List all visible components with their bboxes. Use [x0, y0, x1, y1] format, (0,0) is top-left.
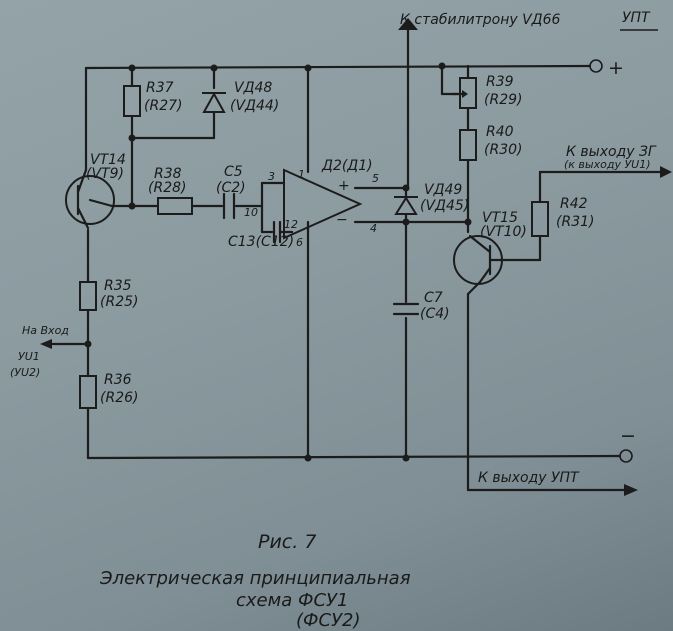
- vt14-label: VT14: [90, 152, 126, 168]
- r36-label: R36: [104, 372, 132, 388]
- pin-5-label: 5: [372, 172, 379, 185]
- input-label-line3: (УU2): [10, 366, 40, 379]
- pin-12-label: 12: [284, 218, 298, 231]
- zg-output-alt-label: (к выходу УU1): [564, 158, 651, 171]
- junction-dot: [304, 64, 312, 72]
- r36-resistor: [79, 375, 97, 409]
- junction-dot: [128, 202, 136, 210]
- vd48-alt-label: (VД44): [230, 98, 279, 114]
- r40-label: R40: [486, 124, 514, 140]
- zg-output-arrow: [660, 166, 672, 178]
- stabilitron-arrow: [398, 18, 418, 30]
- opamp-d2: [283, 168, 363, 240]
- r37-label: R37: [146, 80, 174, 96]
- r39-alt-label: (R29): [484, 92, 522, 108]
- opamp-plus-label: +: [338, 178, 350, 194]
- plus-terminal: [589, 59, 603, 73]
- r37-alt-label: (R27): [144, 98, 182, 114]
- upt-output-arrow: [624, 484, 638, 496]
- vd48-label: VД48: [234, 80, 272, 96]
- vd49-label: VД49: [424, 182, 462, 198]
- input-arrow: [40, 339, 52, 349]
- r38-resistor: [157, 197, 193, 215]
- d2-label: Д2(Д1): [321, 158, 373, 174]
- r35-alt-label: (R25): [100, 294, 138, 310]
- caption-line1: Электрическая принципиальная: [99, 568, 411, 589]
- junction-dot: [128, 64, 136, 72]
- vt15-alt-label: (VT10): [480, 224, 527, 240]
- r40-alt-label: (R30): [484, 142, 522, 158]
- minus-terminal: [619, 449, 633, 463]
- pin-4-label: 4: [370, 222, 377, 235]
- vt14-transistor: [65, 168, 115, 230]
- junction-dot: [402, 454, 410, 462]
- c13-capacitor: [272, 220, 294, 244]
- r38-alt-label: (R28): [148, 180, 186, 196]
- vd49-diode: [394, 196, 418, 215]
- junction-dot: [128, 134, 136, 142]
- r42-label: R42: [560, 196, 588, 212]
- upt-top-label: УПТ: [622, 10, 651, 26]
- r42-resistor: [531, 201, 549, 237]
- vt14-alt-label: (VT9): [86, 166, 124, 182]
- c7-capacitor: [392, 302, 420, 316]
- positive-rail: [84, 64, 592, 70]
- r40-resistor: [459, 129, 477, 161]
- figure-number: Рис. 7: [258, 531, 316, 553]
- pin-1-label: 1: [298, 168, 305, 181]
- c5-label: C5: [224, 164, 243, 180]
- caption-line3: (ФСУ2): [296, 610, 361, 631]
- input-label-line1: На Вход: [22, 324, 69, 337]
- r35-resistor: [79, 281, 97, 311]
- c7-alt-label: (C4): [420, 306, 450, 322]
- junction-dot: [304, 454, 312, 462]
- r39-label: R39: [486, 74, 514, 90]
- r36-alt-label: (R26): [100, 390, 138, 406]
- vt15-label: VT15: [482, 210, 518, 226]
- junction-dot: [438, 62, 446, 70]
- upt-output-label: К выходу УПТ: [478, 470, 580, 486]
- pin-6-label: 6: [296, 236, 303, 249]
- r37-resistor: [123, 85, 141, 117]
- r38-label: R38: [154, 166, 182, 182]
- c5-alt-label: (C2): [216, 180, 246, 196]
- junction-dot: [210, 64, 218, 72]
- pin-10-label: 10: [244, 206, 258, 219]
- minus-sign: −: [620, 425, 636, 447]
- zg-output-label: К выходу ЗГ: [566, 144, 657, 160]
- caption-line2: схема ФСУ1: [236, 590, 348, 611]
- junction-dot: [402, 184, 410, 192]
- pin-3-label: 3: [268, 170, 275, 183]
- r42-alt-label: (R31): [556, 214, 594, 230]
- junction-dot: [402, 218, 410, 226]
- junction-dot: [84, 340, 92, 348]
- plus-sign: +: [608, 57, 624, 79]
- negative-rail: [86, 454, 622, 460]
- c13-label: C13(C12): [228, 234, 294, 250]
- stabilitron-label: К стабилитрону VД66: [400, 12, 561, 28]
- vt15-transistor: [453, 234, 503, 285]
- input-label-line2: УU1: [18, 350, 40, 363]
- r35-label: R35: [104, 278, 132, 294]
- c5-capacitor: [222, 192, 236, 220]
- junction-dot: [464, 218, 472, 226]
- opamp-minus-label: −: [336, 212, 348, 228]
- vd48-diode: [202, 91, 226, 113]
- c7-label: C7: [424, 290, 443, 306]
- vd49-alt-label: (VД45): [420, 198, 469, 214]
- r39-trimmer: [450, 77, 477, 109]
